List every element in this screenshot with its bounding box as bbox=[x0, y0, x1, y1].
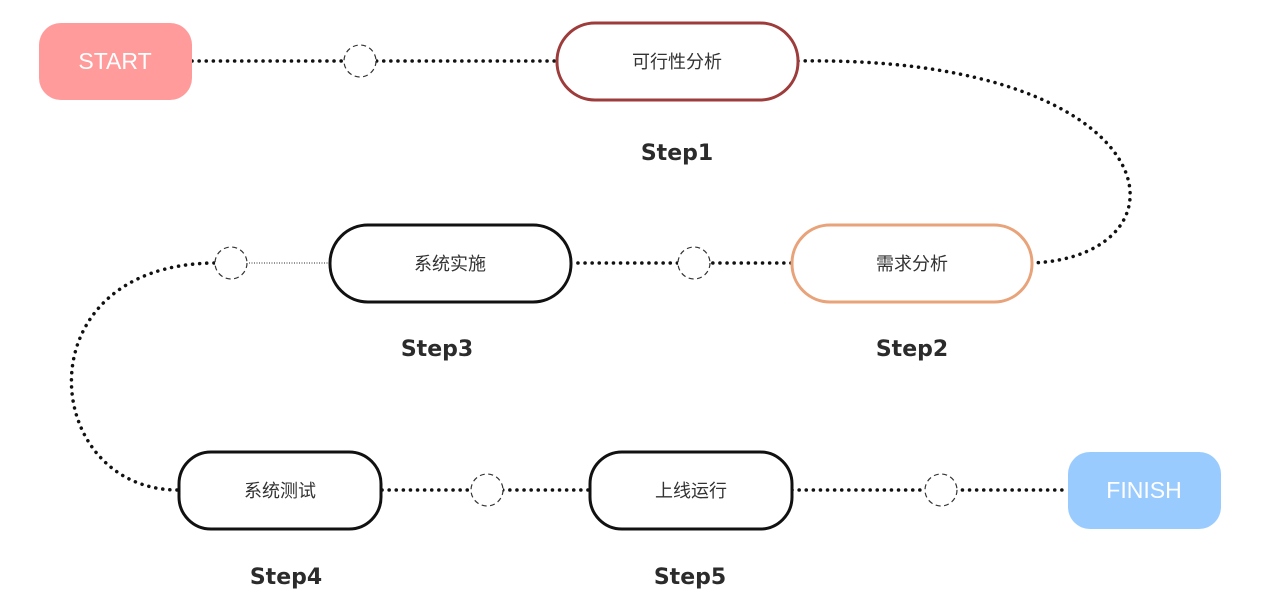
step2-name: 需求分析 bbox=[876, 254, 948, 275]
step4-node: 系统测试 bbox=[177, 450, 383, 531]
waypoints bbox=[214, 44, 958, 507]
waypoint-circle bbox=[677, 246, 711, 280]
step3-name: 系统实施 bbox=[414, 254, 486, 275]
step5-name: 上线运行 bbox=[655, 481, 727, 502]
step3-node: 系统实施 bbox=[328, 223, 573, 304]
waypoint-circle bbox=[343, 44, 377, 78]
start-node: START bbox=[39, 23, 192, 100]
waypoint-circle bbox=[214, 246, 248, 280]
connector-step1-to-step2 bbox=[796, 59, 1132, 265]
step5-label: Step5 bbox=[654, 565, 726, 590]
connector-curve-to-step4 bbox=[69, 261, 216, 492]
step2-label: Step2 bbox=[876, 337, 948, 362]
finish-label: FINISH bbox=[1106, 477, 1181, 503]
step4-label: Step4 bbox=[250, 565, 322, 590]
waypoint-circle bbox=[470, 473, 504, 507]
step2-node: 需求分析 bbox=[790, 223, 1034, 304]
connectors bbox=[69, 59, 1132, 492]
waypoint-circle bbox=[924, 473, 958, 507]
step4-name: 系统测试 bbox=[244, 481, 316, 502]
start-label: START bbox=[78, 48, 151, 74]
step1-node: 可行性分析 bbox=[555, 21, 800, 102]
step1-name: 可行性分析 bbox=[632, 52, 722, 73]
step1-label: Step1 bbox=[641, 141, 713, 166]
step5-node: 上线运行 bbox=[588, 450, 794, 531]
step3-label: Step3 bbox=[401, 337, 473, 362]
finish-node: FINISH bbox=[1068, 452, 1221, 529]
